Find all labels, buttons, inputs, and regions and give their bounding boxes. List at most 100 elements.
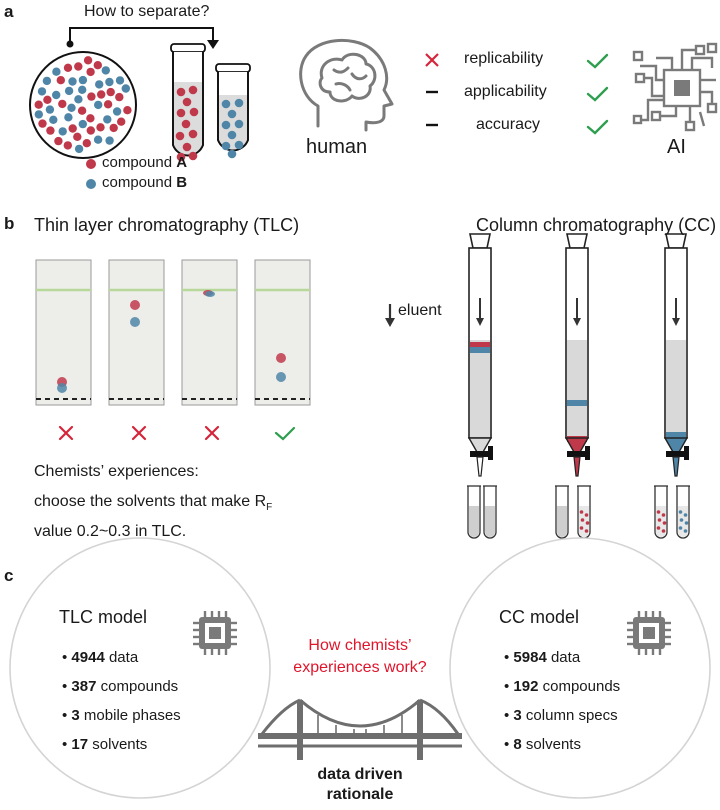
mixture-dot	[115, 76, 125, 85]
cc-column-silica	[666, 340, 686, 437]
model-list-item: • 192 compounds	[504, 678, 620, 695]
cc-column-taper	[663, 437, 689, 453]
model-list-item: • 3 column specs	[504, 707, 618, 724]
bullet-icon: •	[62, 736, 72, 753]
mixture-dot	[54, 136, 63, 146]
cc-column-band	[567, 400, 587, 406]
cc-collection-dot	[584, 513, 589, 517]
mixture-dot	[86, 126, 96, 135]
model-list-item: • 3 mobile phases	[62, 707, 181, 724]
experience-line-1: Chemists’ experiences:	[34, 463, 199, 480]
mixture-dot	[86, 114, 95, 123]
tlc-result-4-check	[274, 426, 296, 441]
legend-dot-a	[86, 159, 96, 169]
tube-a-dot	[182, 97, 192, 107]
tlc-result-marks	[58, 425, 296, 441]
tube-b-dot	[221, 99, 231, 109]
bridge-icon	[258, 698, 462, 760]
model-list-item: • 8 solvents	[504, 736, 581, 753]
mixture-dot	[117, 117, 126, 126]
mixture-dot	[101, 66, 111, 75]
cc-collection-dot	[579, 510, 584, 514]
tube-b-dot	[221, 141, 231, 151]
cc-collection-dot	[584, 529, 589, 533]
tube-a-dot	[188, 129, 198, 139]
mixture-dot	[68, 77, 77, 86]
cc-collection-dot	[585, 521, 590, 525]
cc-stopcock	[567, 451, 587, 457]
item-number: 387	[71, 678, 97, 695]
criterion-replicability: replicability	[464, 50, 544, 67]
mixture-dot	[77, 106, 87, 115]
cc-column-band	[666, 432, 686, 438]
item-text: data	[104, 649, 139, 666]
question-line-1: How chemists’	[308, 637, 412, 654]
tube-b-dot	[227, 149, 237, 159]
bullet-icon: •	[62, 707, 72, 724]
mixture-dot	[74, 144, 84, 154]
mixture-dot	[38, 119, 47, 128]
mixture-dot	[63, 63, 73, 72]
cc-stopcock	[666, 451, 686, 457]
tlc-result-1-cross	[58, 425, 74, 441]
mixture-dot	[63, 141, 72, 150]
rationale-line-1: data driven	[317, 766, 403, 783]
tube-a-dot	[188, 151, 198, 161]
item-number: 8	[513, 736, 522, 753]
mixture-dot	[93, 60, 103, 70]
mixture-dot	[52, 90, 61, 100]
cc-model-chip-icon	[627, 611, 671, 655]
tlc-spot-blue	[130, 317, 140, 327]
cc-column-stopper	[665, 233, 687, 249]
cc-column-tip	[573, 456, 581, 477]
mixture-dot	[95, 80, 104, 89]
human-label: human	[306, 136, 368, 158]
cc-flow-arrowhead	[476, 318, 484, 326]
mixture-dots	[34, 56, 132, 154]
cc-collection-dot	[657, 518, 662, 522]
bullet-icon: •	[504, 678, 514, 695]
arrow-start-dot	[66, 40, 74, 48]
cc-stopcock-handle	[684, 446, 689, 460]
cc-column-taper	[564, 437, 590, 453]
cc-columns	[467, 233, 690, 539]
panel-a-letter: a	[4, 2, 14, 21]
separation-arrow	[69, 27, 214, 44]
cc-collection-dot	[679, 518, 684, 522]
bullet-icon: •	[62, 649, 72, 666]
experience-line-2: choose the solvents that make RF	[34, 493, 273, 514]
rationale-line-2: rationale	[326, 786, 394, 803]
model-list-item: • 17 solvents	[62, 736, 147, 753]
model-list-item: • 4944 data	[62, 649, 138, 666]
panel-c-letter: c	[4, 566, 14, 585]
tube-b-dot	[234, 98, 244, 108]
cc-column-band	[470, 347, 490, 353]
mixture-dot	[112, 107, 122, 116]
mixture-dot	[115, 92, 124, 102]
cc-collection-dot	[684, 521, 689, 525]
model-list-item: • 387 compounds	[62, 678, 178, 695]
cc-column-band	[470, 342, 490, 348]
cc-collection-liquid	[469, 506, 479, 537]
cc-column-tip	[476, 456, 484, 477]
brain-head-icon	[299, 38, 394, 132]
legend-compound-a: compound A	[102, 154, 188, 171]
cc-collection-liquid	[485, 506, 495, 537]
tlc-model-title: TLC model	[59, 607, 148, 627]
arrow-head	[207, 40, 219, 49]
cc-collection-dot	[656, 526, 661, 530]
eluent-label: eluent	[398, 302, 442, 319]
item-number: 192	[513, 678, 539, 695]
tube-a-dot	[188, 85, 198, 95]
tlc-model-circle	[9, 537, 271, 799]
cc-collection-dot	[678, 526, 683, 530]
tube-a-dot	[176, 87, 186, 97]
item-number: 5984	[513, 649, 547, 666]
bullet-icon: •	[62, 678, 72, 695]
cc-column-silica	[567, 340, 587, 437]
mixture-dot	[46, 126, 55, 135]
tlc-plate	[181, 259, 238, 406]
tlc-result-3-cross	[204, 425, 220, 441]
legend-compound-b: compound B	[102, 174, 188, 191]
